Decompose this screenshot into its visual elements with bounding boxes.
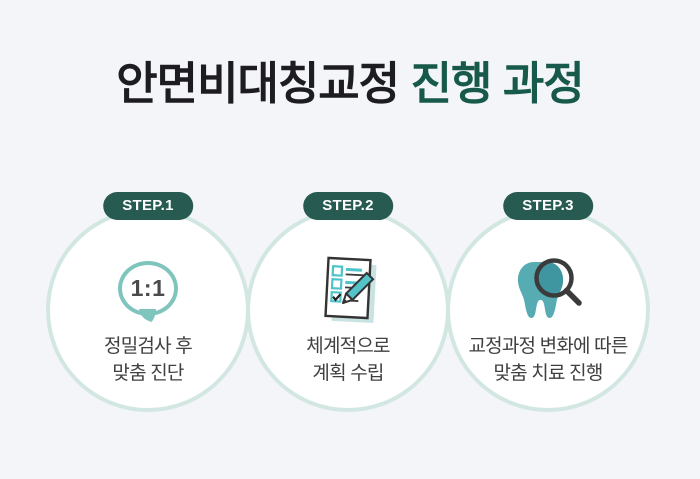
step-2-line-2: 계획 수립 [312,363,384,384]
step-3-line-1: 교정과정 변화에 따른 [468,336,628,357]
step-1-line-2: 맞춤 진단 [112,363,184,384]
page-title: 안면비대칭교정 진행 과정 [0,58,700,110]
bubble-label: 1:1 [130,274,166,301]
bubble-tail-shape [139,308,156,322]
step-2-icon-wrap [309,250,387,326]
checklist-pencil-icon [324,256,377,324]
step-2-circle: 체계적으로 계획 수립 [246,208,450,412]
step-1-line-1: 정밀검사 후 [104,336,193,357]
page-title-black: 안면비대칭교정 [116,58,400,109]
step-3-icon-wrap [508,250,588,326]
step-2-badge: STEP.2 [303,192,393,220]
step-3-badge: STEP.3 [503,192,593,220]
one-to-one-chat-bubble-icon: 1:1 [118,260,178,322]
tooth-magnifier-icon [517,258,582,318]
step-3-caption: 교정과정 변화에 따른 맞춤 치료 진행 [468,333,628,387]
step-1-circle: 1:1 정밀검사 후 맞춤 진단 [46,208,250,412]
step-card-1: STEP.1 1:1 정밀검사 후 맞춤 진단 [46,192,250,428]
step-card-3: STEP.3 [446,192,650,428]
step-1-badge: STEP.1 [103,192,193,220]
step-1-caption: 정밀검사 후 맞춤 진단 [104,333,193,387]
step-2-caption: 체계적으로 계획 수립 [306,333,390,387]
step-3-line-2: 맞춤 치료 진행 [493,363,603,384]
step-card-2: STEP.2 [246,192,450,428]
step-1-icon-wrap: 1:1 [118,250,178,326]
step-3-circle: 교정과정 변화에 따른 맞춤 치료 진행 [446,208,650,412]
page-title-highlight: 진행 과정 [399,58,585,109]
step-2-line-1: 체계적으로 [306,336,390,357]
